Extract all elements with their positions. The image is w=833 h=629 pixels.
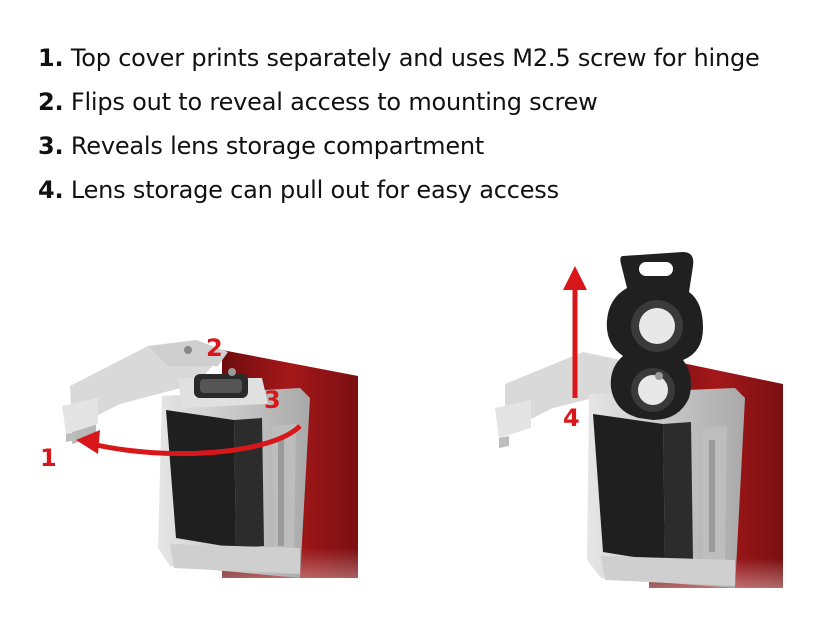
render-lens-storage-out: 4 bbox=[413, 248, 833, 625]
instruction-list: 1. Top cover prints separately and uses … bbox=[38, 46, 798, 222]
step-number: 2. bbox=[38, 88, 64, 116]
callout-2: 2 bbox=[206, 334, 223, 362]
arrow-head bbox=[563, 266, 587, 290]
render-lens-storage-illustration: 4 bbox=[495, 252, 783, 625]
step-number: 4. bbox=[38, 176, 64, 204]
step-number: 3. bbox=[38, 132, 64, 160]
arrow-head bbox=[76, 430, 100, 454]
instruction-step-1: 1. Top cover prints separately and uses … bbox=[38, 46, 798, 71]
callout-3: 3 bbox=[264, 386, 281, 414]
rotate-arrow bbox=[91, 424, 302, 457]
mounting-screw bbox=[655, 372, 663, 380]
instruction-step-2: 2. Flips out to reveal access to mountin… bbox=[38, 90, 798, 115]
step-text: Lens storage can pull out for easy acces… bbox=[70, 176, 559, 204]
step-text: Reveals lens storage compartment bbox=[70, 132, 485, 160]
callout-4: 4 bbox=[563, 404, 580, 432]
step-number: 1. bbox=[38, 44, 64, 72]
leather-grip bbox=[166, 410, 236, 548]
step-text: Top cover prints separately and uses M2.… bbox=[70, 44, 760, 72]
instruction-step-3: 3. Reveals lens storage compartment bbox=[38, 134, 798, 159]
lens-storage-insert bbox=[606, 252, 703, 420]
mounting-screw bbox=[228, 368, 236, 376]
instruction-step-4: 4. Lens storage can pull out for easy ac… bbox=[38, 178, 798, 203]
callout-1: 1 bbox=[40, 444, 57, 472]
leather-grip bbox=[593, 414, 665, 562]
render-cover-open-illustration: 1 2 3 bbox=[40, 334, 358, 625]
step-text: Flips out to reveal access to mounting s… bbox=[70, 88, 598, 116]
render-cover-open: 1 2 3 bbox=[0, 248, 420, 625]
